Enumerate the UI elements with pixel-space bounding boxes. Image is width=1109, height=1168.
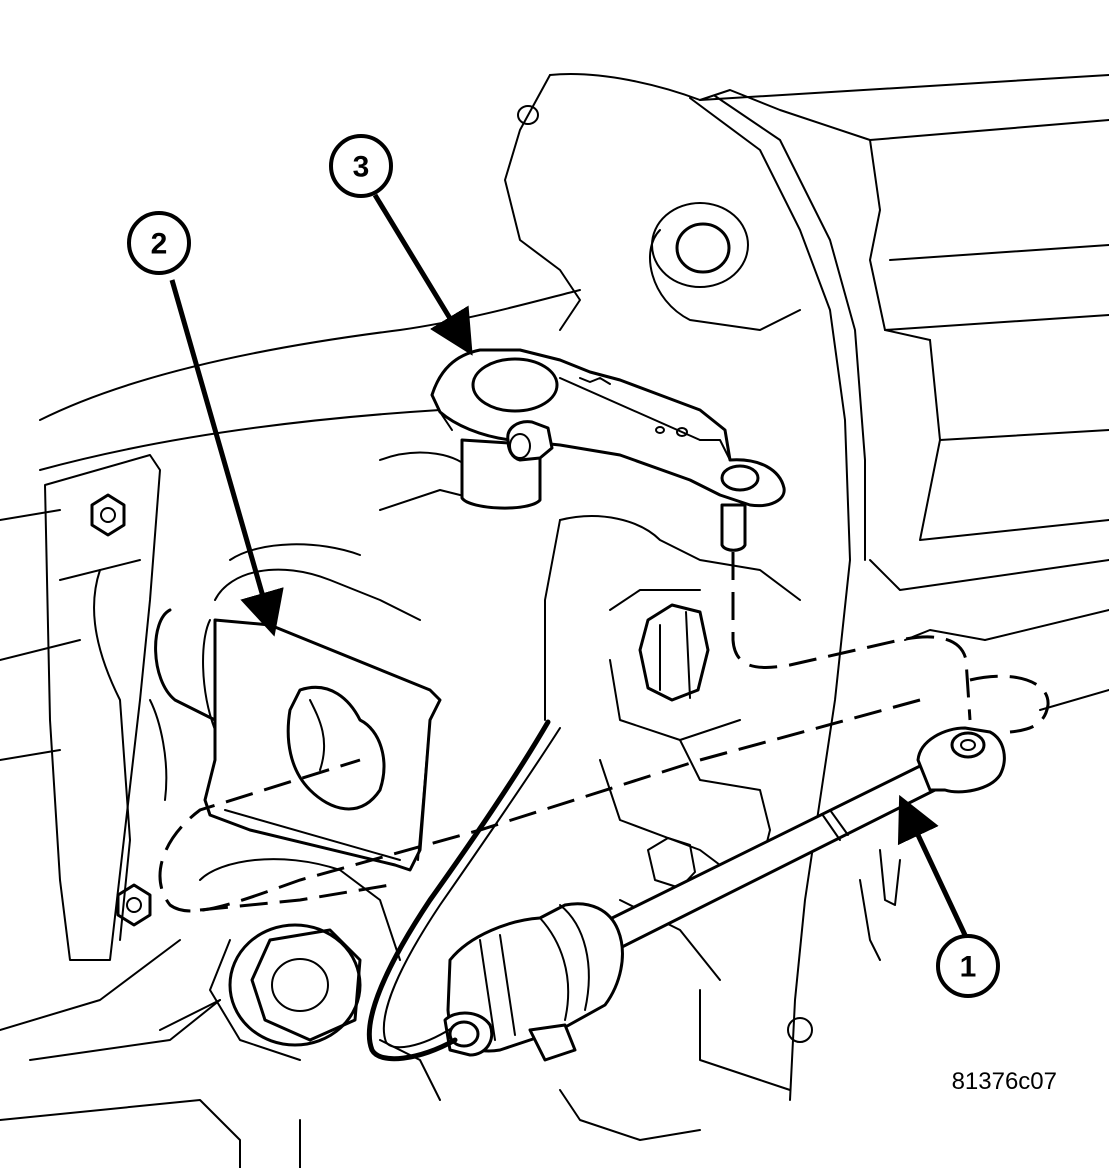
callout-label-2: 2 — [151, 228, 168, 261]
figure-id: 81376c07 — [951, 1068, 1057, 1095]
callout-label-1: 1 — [960, 951, 977, 984]
callout-label-3: 3 — [353, 151, 370, 184]
housing-background — [0, 73, 1109, 1168]
callout-2: 2 — [127, 211, 284, 637]
callout-3: 3 — [329, 134, 473, 356]
hex-bolt — [116, 883, 152, 927]
sensor-arm — [430, 348, 786, 552]
hidden-lines — [158, 552, 1050, 913]
wiring-harness — [366, 719, 561, 1062]
sensor-body — [443, 902, 624, 1062]
hex-bolt — [90, 493, 126, 537]
mounting-bracket — [154, 608, 442, 872]
callout-1: 1 — [897, 794, 1000, 998]
